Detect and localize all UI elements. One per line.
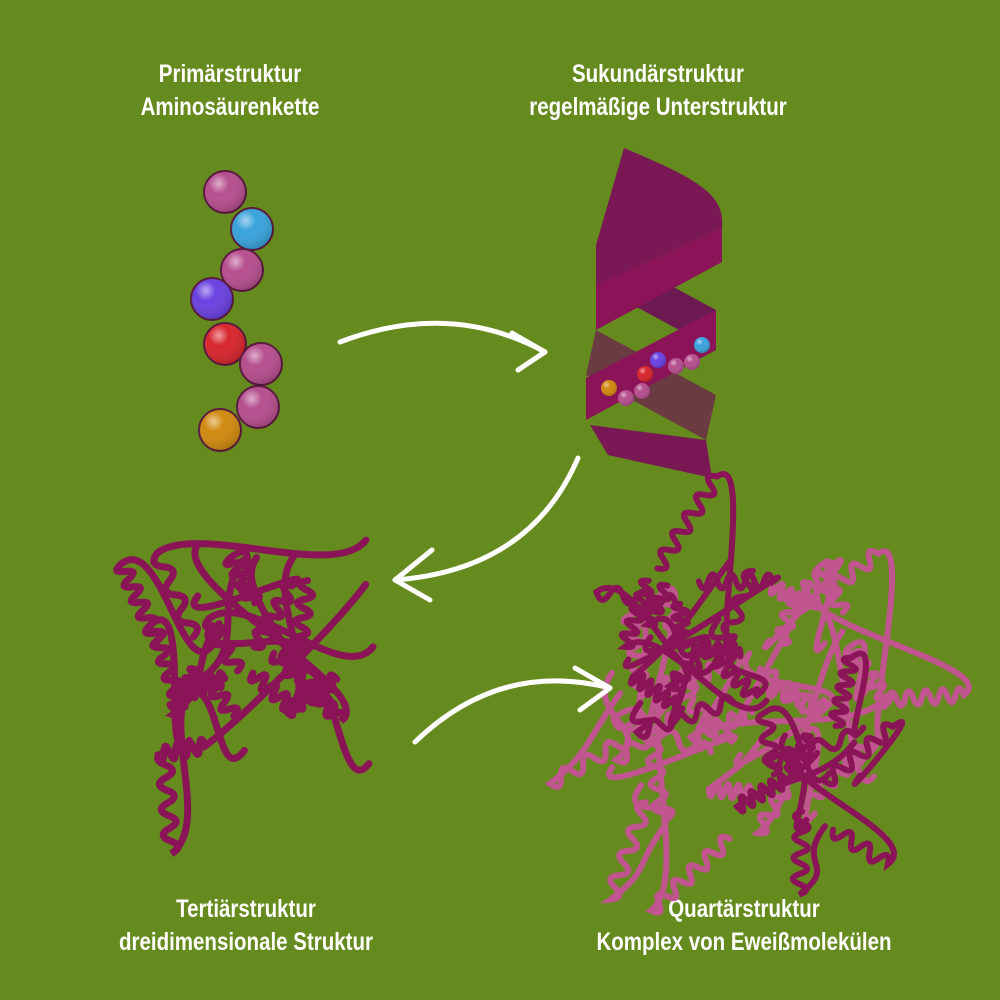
bead-highlight bbox=[634, 383, 650, 399]
bead-highlight bbox=[668, 358, 684, 374]
helix-front-strand bbox=[596, 148, 723, 285]
helix-front-strand bbox=[596, 228, 722, 330]
protein-ribbon-segment bbox=[616, 577, 770, 712]
bead-highlight bbox=[240, 343, 282, 385]
bead-highlight bbox=[204, 171, 246, 213]
protein-ribbon-segment bbox=[640, 581, 703, 659]
secondary-subtitle: regelmäßige Unterstruktur bbox=[529, 93, 787, 121]
quaternary-structure-label: Quartärstruktur Komplex von Eweißmolekül… bbox=[534, 893, 954, 959]
protein-ribbon-segment bbox=[645, 675, 733, 916]
bead-highlight bbox=[199, 409, 241, 451]
protein-ribbon-segment bbox=[733, 665, 828, 767]
bead-highlight bbox=[221, 249, 263, 291]
arrow-primary-to-secondary bbox=[337, 320, 548, 373]
protein-ribbon-segment bbox=[761, 727, 859, 770]
protein-ribbon-segment bbox=[708, 567, 756, 652]
primary-subtitle: Aminosäurenkette bbox=[140, 93, 320, 121]
helix-front-strand bbox=[590, 425, 712, 478]
protein-ribbon-segment bbox=[732, 739, 858, 815]
bead-highlight bbox=[231, 208, 273, 250]
bead-highlight bbox=[694, 337, 710, 353]
bead-highlight bbox=[684, 354, 700, 370]
protein-ribbon-segment bbox=[600, 799, 668, 904]
secondary-structure-label: Sukundärstruktur regelmäßige Unterstrukt… bbox=[448, 58, 868, 124]
protein-ribbon-segment bbox=[778, 732, 897, 872]
helix-front-strand bbox=[586, 310, 716, 420]
tertiary-protein-fold bbox=[113, 536, 377, 857]
protein-ribbon-segment bbox=[701, 641, 769, 700]
bead-highlight bbox=[204, 323, 246, 365]
protein-ribbon-segment bbox=[654, 470, 740, 659]
primary-structure-label: Primärstruktur Aminosäurenkette bbox=[20, 58, 440, 124]
secondary-title: Sukundärstruktur bbox=[571, 60, 744, 88]
helix-amino-acids bbox=[601, 337, 710, 406]
protein-ribbon-segment bbox=[154, 581, 370, 765]
bead-highlight bbox=[237, 386, 279, 428]
protein-ribbon-segment bbox=[686, 694, 889, 746]
tertiary-structure-label: Tertiärstruktur dreidimensionale Struktu… bbox=[36, 893, 456, 959]
protein-ribbon-segment bbox=[191, 540, 350, 724]
bead-highlight bbox=[191, 278, 233, 320]
bead-highlight bbox=[601, 380, 617, 396]
tertiary-title: Tertiärstruktur bbox=[176, 895, 316, 923]
protein-ribbon-segment bbox=[190, 575, 302, 652]
protein-ribbon-segment bbox=[804, 580, 972, 710]
protein-ribbon-segment bbox=[143, 616, 193, 750]
primary-title: Primärstruktur bbox=[158, 60, 302, 88]
quaternary-subtitle: Komplex von Eweißmolekülen bbox=[596, 928, 892, 956]
protein-ribbon-segment bbox=[642, 634, 744, 665]
quaternary-protein-complex bbox=[544, 470, 972, 916]
bead-highlight bbox=[650, 352, 666, 368]
arrow-tertiary-to-quaternary bbox=[412, 665, 613, 745]
quaternary-title: Quartärstruktur bbox=[668, 895, 820, 923]
protein-ribbon-segment bbox=[755, 705, 833, 784]
amino-acid-chain bbox=[190, 170, 283, 452]
protein-ribbon-segment bbox=[822, 718, 906, 788]
protein-ribbon-segment bbox=[627, 558, 733, 710]
bead-highlight bbox=[637, 366, 653, 382]
arrow-secondary-to-tertiary bbox=[392, 455, 581, 603]
alpha-helix-ribbon bbox=[586, 148, 723, 478]
protein-ribbon-segment bbox=[789, 808, 828, 898]
protein-ribbon-segment bbox=[812, 559, 851, 654]
bead-highlight bbox=[618, 390, 634, 406]
protein-ribbon-segment bbox=[154, 681, 195, 857]
tertiary-subtitle: dreidimensionale Struktur bbox=[118, 928, 374, 956]
protein-ribbon-segment bbox=[828, 650, 869, 738]
protein-ribbon-segment bbox=[150, 536, 370, 641]
